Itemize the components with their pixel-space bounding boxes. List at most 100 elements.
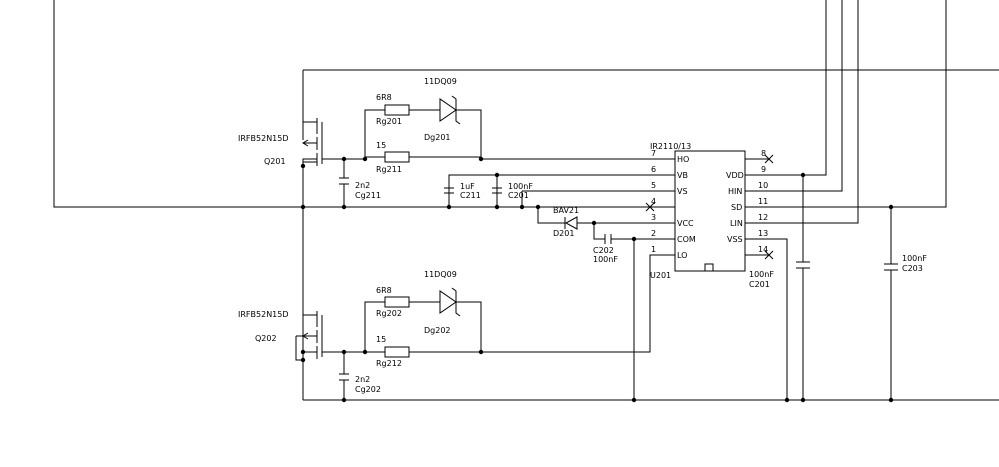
wire-rg201-left <box>364 109 385 159</box>
pin-name: COM <box>677 235 696 244</box>
dg202-ref: Dg202 <box>424 326 451 335</box>
c203-value: 100nF <box>902 254 927 263</box>
wire-c202-left <box>593 223 605 240</box>
wire-vb <box>448 174 675 207</box>
c201b-value: 100nF <box>749 270 774 279</box>
wire-vss <box>745 238 788 400</box>
wire-hin <box>745 0 843 192</box>
mosfet-q202: IRFB52N15D Q202 <box>238 310 323 361</box>
diode-d201: BAV21 D201 <box>553 206 579 238</box>
pin-number: 11 <box>758 197 768 206</box>
capacitor-cg211: 2n2 Cg211 <box>339 177 381 200</box>
junction-dot <box>341 349 347 355</box>
mosfet-drain-lead <box>302 121 317 140</box>
d201-ref: D201 <box>553 229 574 238</box>
q202-part: IRFB52N15D <box>238 310 289 319</box>
diode-triangle <box>439 98 457 122</box>
junction-dot <box>300 163 306 169</box>
pin-number: 14 <box>758 245 768 254</box>
resistor-body <box>384 346 410 358</box>
resistor-body <box>384 104 410 116</box>
diode-cathode-schottky <box>451 287 461 317</box>
wire-vdd <box>745 0 827 176</box>
pin-name: LO <box>677 251 687 260</box>
diode-triangle <box>439 290 457 314</box>
wire-d201-left <box>537 207 565 224</box>
pin-number: 5 <box>651 181 656 190</box>
pin-number: 3 <box>651 213 656 222</box>
wire-dg201-right <box>456 109 482 159</box>
rg211-value: 15 <box>376 141 386 150</box>
junction-dot <box>800 397 806 403</box>
resistor-body <box>384 296 410 308</box>
diode-cathode-schottky <box>451 95 461 125</box>
cg202-ref: Cg202 <box>355 385 381 394</box>
junction-dot <box>300 349 306 355</box>
q201-ref: Q201 <box>264 157 286 166</box>
ic-u201: IR2110/13 U201 7 HO 6 VB 5 VS 4 3 VCC 2 … <box>645 142 774 280</box>
dg201-part: 11DQ09 <box>424 77 457 86</box>
junction-dot <box>478 349 484 355</box>
junction-dot <box>478 156 484 162</box>
capacitor-c202: C202 100nF <box>593 234 618 264</box>
capacitor-c201: 100nF C201 <box>492 182 533 200</box>
junction-dot <box>888 397 894 403</box>
resistor-rg211: 15 Rg211 <box>376 141 410 174</box>
junction-dot <box>494 172 500 178</box>
mosfet-q201: IRFB52N15D Q201 <box>238 118 323 166</box>
pin-name: VSS <box>727 235 743 244</box>
rg211-ref: Rg211 <box>376 165 402 174</box>
c202-ref: C202 <box>593 246 614 255</box>
capacitor-c203: 100nF C203 <box>884 254 927 273</box>
pin-name: VB <box>677 171 688 180</box>
junction-dot <box>300 204 306 210</box>
no-connect-mark <box>645 202 655 212</box>
capacitor-c201-vdd: 100nF C201 <box>749 261 810 289</box>
q201-part: IRFB52N15D <box>238 134 289 143</box>
c211-value: 1uF <box>460 182 475 191</box>
wires <box>53 0 999 401</box>
pin-number: 1 <box>651 245 656 254</box>
wire-dg202-right <box>456 301 482 352</box>
resistor-rg212: 15 Rg212 <box>376 335 410 368</box>
pin-number: 7 <box>651 149 656 158</box>
mosfet-arrow <box>302 332 309 340</box>
ic-ref: U201 <box>650 271 671 280</box>
mosfet-arrow <box>302 139 309 147</box>
rg201-value: 6R8 <box>376 93 392 102</box>
rg212-ref: Rg212 <box>376 359 402 368</box>
rg202-value: 6R8 <box>376 286 392 295</box>
rg202-ref: Rg202 <box>376 309 402 318</box>
mosfet-drain-lead <box>302 314 317 333</box>
diode-dg201: 11DQ09 Dg201 <box>424 77 461 142</box>
ic-part: IR2110/13 <box>650 142 691 151</box>
cg211-value: 2n2 <box>355 181 370 190</box>
wire-q201-source <box>302 158 317 166</box>
resistor-rg201: 6R8 Rg201 <box>376 93 410 126</box>
junction-dot <box>446 204 452 210</box>
junction-dot <box>631 397 637 403</box>
junction-dot <box>362 349 368 355</box>
dg201-ref: Dg201 <box>424 133 451 142</box>
junction-dot <box>494 204 500 210</box>
c202-value: 100nF <box>593 255 618 264</box>
pin-number: 10 <box>758 181 768 190</box>
diode-triangle <box>564 216 578 230</box>
junction-dot <box>631 236 637 242</box>
capacitor-c211: 1uF C211 <box>444 182 481 200</box>
pin-number: 4 <box>651 197 656 206</box>
junction-dot <box>341 204 347 210</box>
mosfet-body-tie <box>295 336 303 361</box>
c211-ref: C211 <box>460 191 481 200</box>
wire-lo <box>322 254 675 353</box>
resistor-body <box>384 151 410 163</box>
pin-number: 12 <box>758 213 768 222</box>
dg202-part: 11DQ09 <box>424 270 457 279</box>
pin-name: VCC <box>677 219 694 228</box>
d201-part: BAV21 <box>553 206 579 215</box>
pin-name: VDD <box>726 171 744 180</box>
junction-dot <box>800 172 806 178</box>
junction-dot <box>341 397 347 403</box>
